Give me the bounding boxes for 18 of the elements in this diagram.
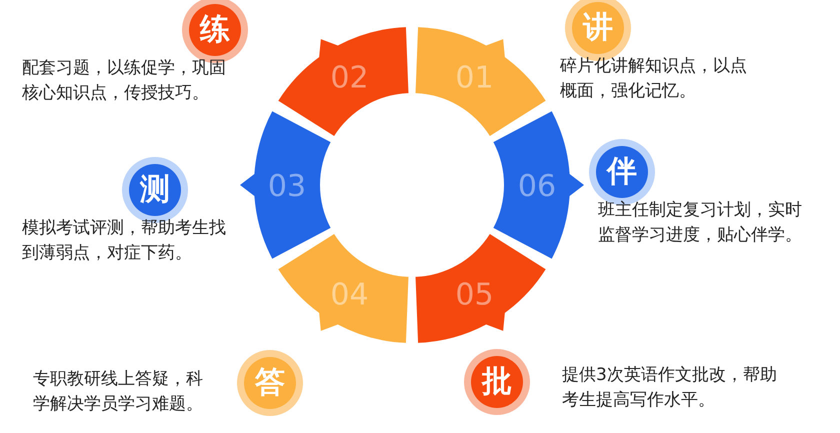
step-number: 04 xyxy=(330,277,369,312)
character-badge: 讲 xyxy=(572,2,624,54)
description: 班主任制定复习计划，实时监督学习进度，贴心伴学。 xyxy=(598,199,803,247)
description: 模拟考试评测，帮助考生找到薄弱点，对症下药。 xyxy=(22,217,227,265)
description: 碎片化讲解知识点，以点概面，强化记忆。 xyxy=(560,55,748,103)
character-badge: 伴 xyxy=(596,146,648,198)
character-badge: 答 xyxy=(244,357,296,409)
description: 提供3次英语作文批改，帮助考生提高写作水平。 xyxy=(562,364,778,412)
description: 配套习题，以练促学，巩固核心知识点，传授技巧。 xyxy=(22,57,227,105)
character-badge: 批 xyxy=(471,356,523,408)
step-number: 03 xyxy=(268,169,306,204)
character-badge: 练 xyxy=(189,4,241,56)
step-number: 05 xyxy=(455,277,494,312)
step-number: 06 xyxy=(518,169,556,204)
character-badge: 测 xyxy=(129,164,181,216)
step-number: 01 xyxy=(455,60,494,96)
description: 专职教研线上答疑，科学解决学员学习难题。 xyxy=(33,368,204,416)
step-number: 02 xyxy=(330,60,369,96)
